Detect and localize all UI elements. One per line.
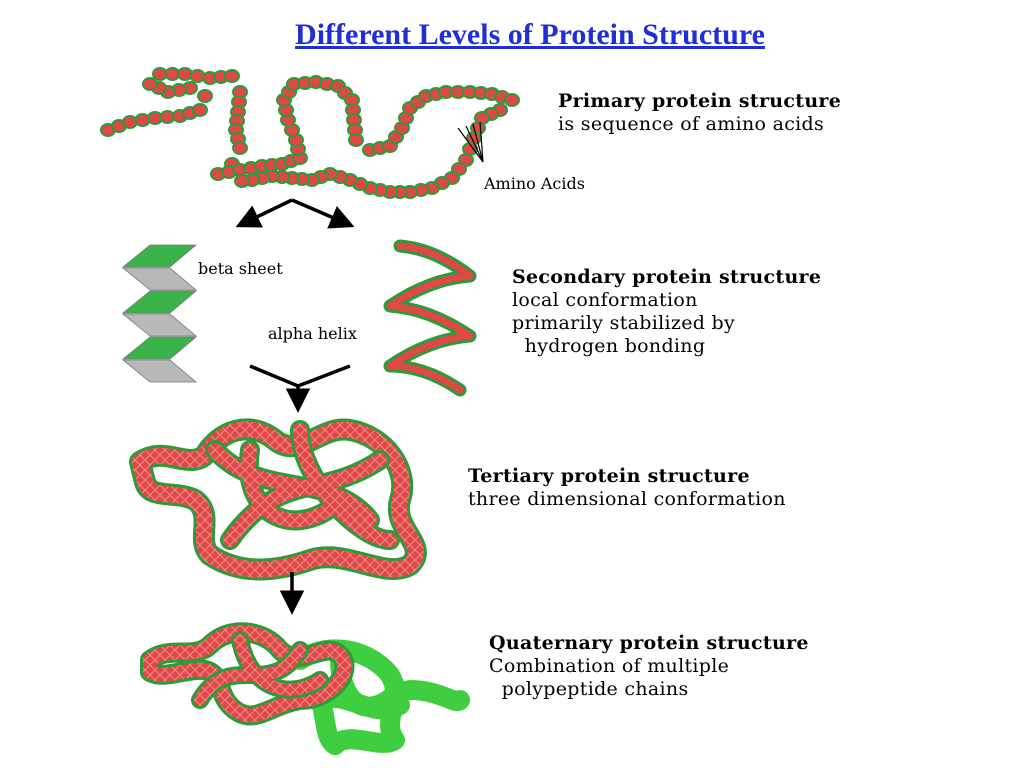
- amino-acid-bead: [197, 89, 213, 103]
- level-line: polypeptide chains: [489, 678, 689, 700]
- level-heading: Primary protein structure: [558, 90, 842, 112]
- level-line: primarily stabilized by: [512, 312, 736, 334]
- beta-strand: [121, 359, 198, 383]
- amino-acid-pointer: [457, 121, 484, 163]
- beta-strand: [121, 336, 198, 360]
- tertiary-folded-chain: [129, 418, 427, 581]
- level-line: Combination of multiple: [489, 655, 730, 677]
- amino-acid-bead: [142, 77, 158, 91]
- beta-sheet-label: beta sheet: [198, 259, 283, 278]
- amino-acid-bead: [504, 93, 520, 107]
- beta-strand: [121, 290, 198, 314]
- merge-arrow-secondary: [249, 364, 351, 413]
- level-heading: Tertiary protein structure: [468, 465, 750, 487]
- level-quaternary: Quaternary protein structure Combination…: [489, 632, 809, 701]
- level-heading: Quaternary protein structure: [489, 632, 809, 654]
- level-primary: Primary protein structure is sequence of…: [558, 90, 841, 136]
- slide-title: Different Levels of Protein Structure: [295, 18, 765, 51]
- amino-acid-bead: [232, 141, 248, 155]
- primary-amino-acid-chain: [100, 67, 520, 199]
- level-line: local conformation: [512, 289, 698, 311]
- split-arrow-primary: [235, 198, 355, 229]
- level-secondary: Secondary protein structure local confor…: [512, 266, 821, 358]
- level-line: hydrogen bonding: [512, 335, 706, 357]
- amino-acids-label: Amino Acids: [484, 174, 585, 193]
- beta-sheet-graphic: [121, 244, 198, 383]
- quaternary-chains: [140, 622, 470, 755]
- level-heading: Secondary protein structure: [512, 266, 822, 288]
- amino-acid-bead: [224, 69, 240, 83]
- amino-acid-bead: [348, 133, 364, 147]
- beta-strand: [121, 244, 198, 268]
- alpha-helix-label: alpha helix: [268, 324, 357, 343]
- level-line: is sequence of amino acids: [558, 113, 825, 135]
- alpha-helix-graphic: [383, 239, 477, 397]
- level-tertiary: Tertiary protein structure three dimensi…: [468, 465, 786, 511]
- amino-acid-bead: [234, 174, 250, 188]
- beta-strand: [121, 267, 198, 291]
- amino-acid-bead: [192, 103, 208, 117]
- beta-strand: [121, 313, 198, 337]
- level-line: three dimensional conformation: [468, 488, 786, 510]
